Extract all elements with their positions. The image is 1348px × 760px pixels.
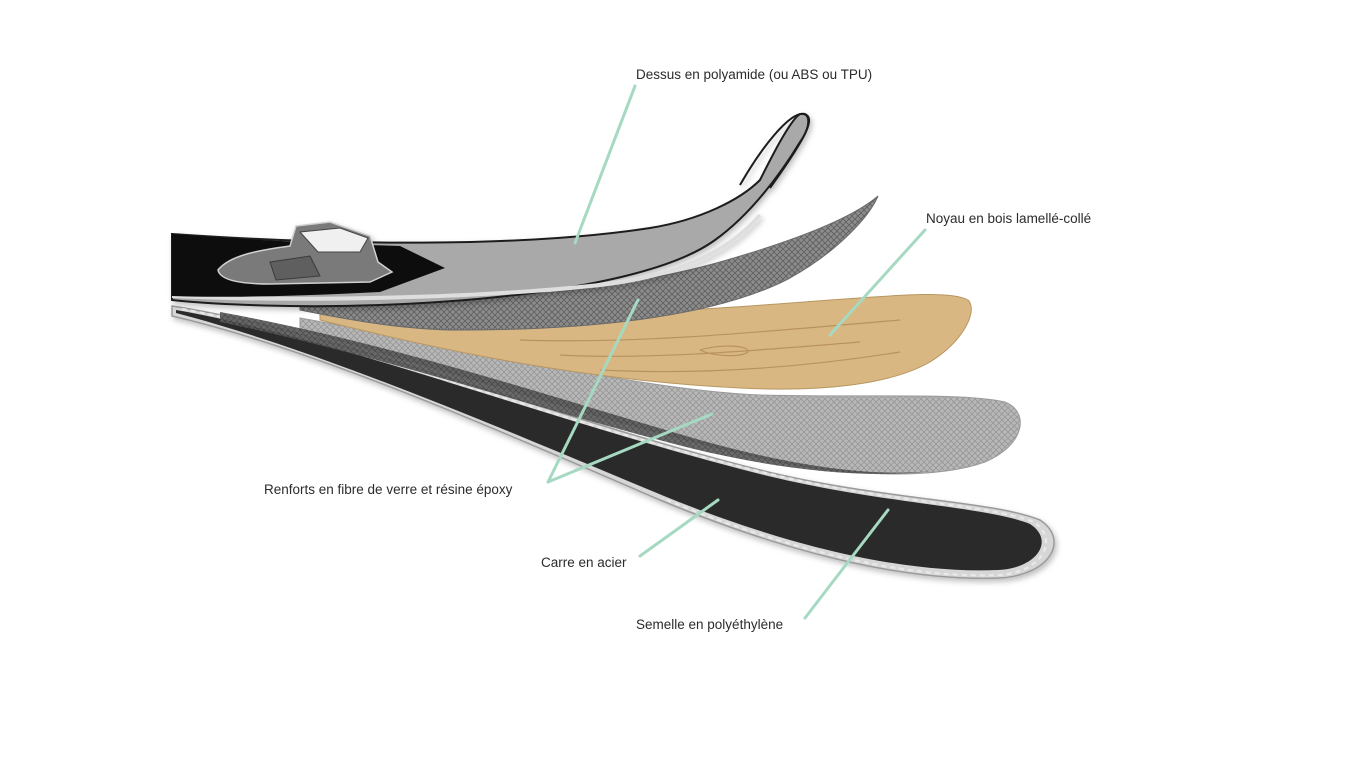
leader-reinforcement-upper — [546, 298, 640, 484]
leader-core — [828, 228, 927, 337]
label-base: Semelle en polyéthylène — [636, 617, 784, 632]
leader-top-sheet — [573, 84, 637, 245]
leader-edge — [638, 498, 720, 558]
lower-fiber-layer — [220, 312, 1021, 475]
tip-loop — [739, 112, 811, 189]
label-reinforcement: Renforts en fibre de verre et résine épo… — [264, 482, 513, 497]
label-core: Noyau en bois lamellé-collé — [926, 211, 1092, 226]
top-sheet-rim — [171, 213, 762, 301]
leader-base — [803, 508, 890, 620]
leader-reinforcement-lower — [546, 412, 714, 484]
top-sheet-layer — [171, 112, 811, 308]
base-sole — [176, 310, 1042, 571]
edge-dashes — [181, 307, 1047, 577]
leader-lines — [546, 84, 927, 620]
label-edge: Carre en acier — [541, 555, 627, 570]
label-top-sheet: Dessus en polyamide (ou ABS ou TPU) — [636, 67, 873, 82]
base-layer — [171, 305, 1055, 580]
